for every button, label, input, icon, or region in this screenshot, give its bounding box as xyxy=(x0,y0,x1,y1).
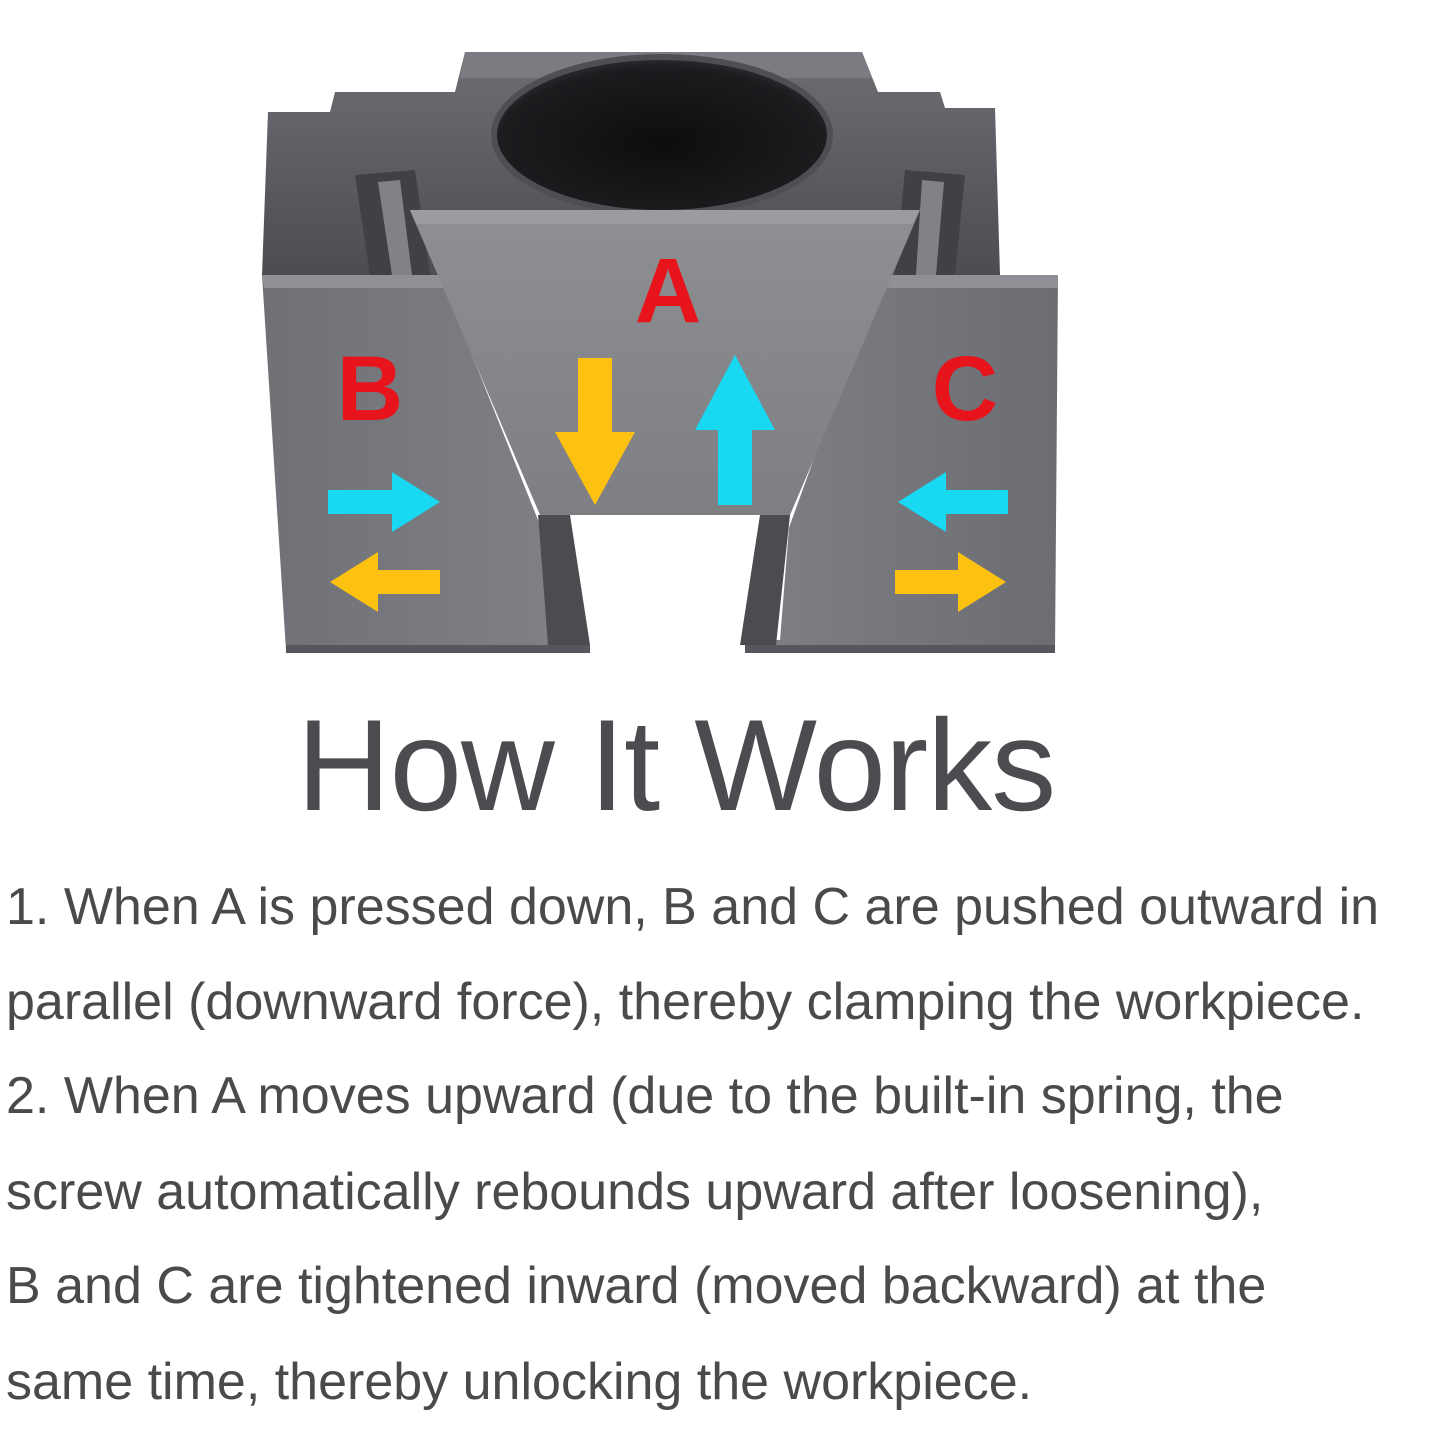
wedge-a xyxy=(410,210,920,515)
step-line-4: screw automatically rebounds upward afte… xyxy=(6,1163,1264,1221)
workpiece-slot xyxy=(538,515,790,640)
arrow-c-right-icon xyxy=(895,552,1006,612)
step-line-1: 1. When A is pressed down, B and C are p… xyxy=(6,878,1380,936)
step-line-3: 2. When A moves upward (due to the built… xyxy=(6,1067,1284,1125)
wedge-c xyxy=(745,275,1058,650)
step-line-6: same time, thereby unlocking the workpie… xyxy=(6,1353,1033,1411)
arrow-b-right-icon xyxy=(328,472,440,532)
arrow-a-down-icon xyxy=(555,358,635,505)
wedge-b xyxy=(262,275,590,650)
wedge-clamp-diagram: A B C xyxy=(262,52,1058,653)
label-a: A xyxy=(635,240,701,342)
step-line-2: parallel (downward force), thereby clamp… xyxy=(6,973,1365,1031)
page-title: How It Works xyxy=(296,692,1056,838)
label-c: C xyxy=(932,338,998,440)
label-b: B xyxy=(337,338,403,440)
arrow-b-left-icon xyxy=(330,552,440,612)
clamp-body xyxy=(262,52,1058,653)
step-line-5: B and C are tightened inward (moved back… xyxy=(6,1257,1267,1315)
arrow-a-up-icon xyxy=(695,355,775,505)
bore-hole xyxy=(494,57,830,213)
arrow-c-left-icon xyxy=(898,472,1008,532)
